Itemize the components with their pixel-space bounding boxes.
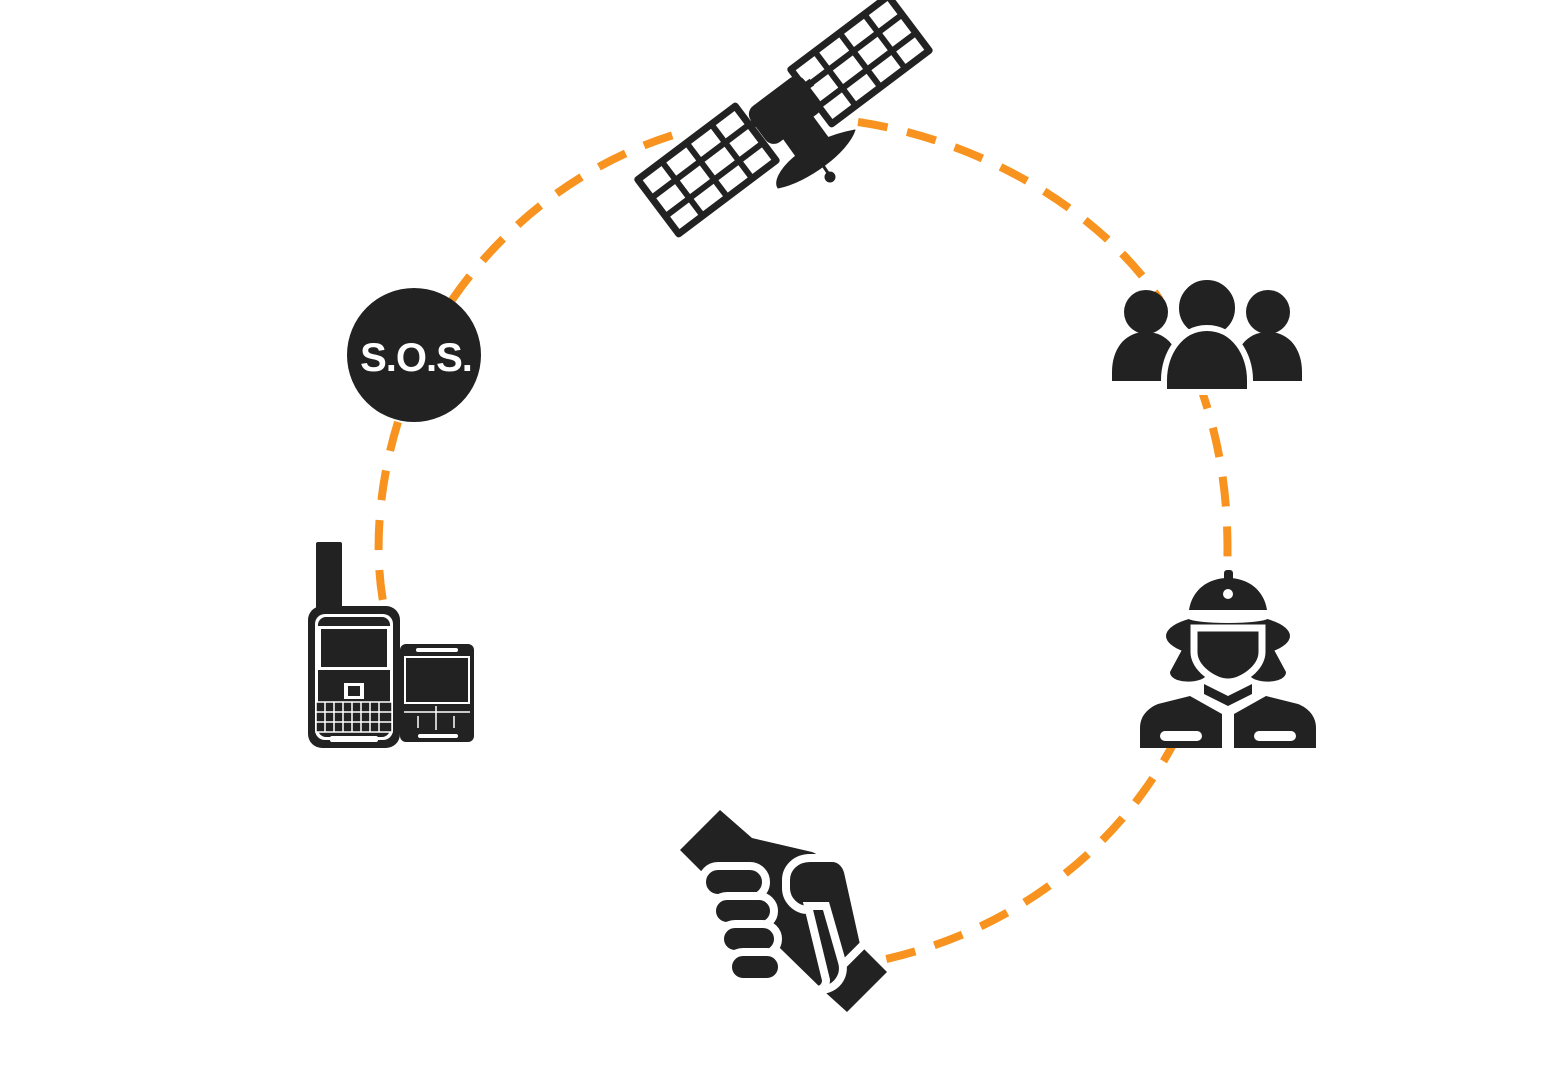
- dash-arc-sos-to-satellite: [448, 126, 692, 303]
- dash-arc-people-to-firefighter: [1194, 378, 1232, 576]
- satellite-messenger-devices-icon: [308, 542, 474, 748]
- sos-label: S.O.S.: [360, 336, 472, 380]
- firefighter-icon: [1140, 570, 1316, 748]
- hand-holding-device-icon: [680, 810, 887, 1012]
- keyboard-grid: [315, 701, 393, 733]
- satellite-icon: [634, 0, 933, 238]
- sos-badge-icon: S.O.S.: [347, 288, 481, 422]
- dash-arc-firefighter-to-hand: [871, 733, 1182, 966]
- dash-arc-sos-to-devices: [374, 420, 402, 613]
- group-of-people-icon: [1112, 274, 1302, 395]
- dashed-connection-loop: [374, 118, 1232, 966]
- dash-arc-satellite-to-people: [857, 118, 1164, 303]
